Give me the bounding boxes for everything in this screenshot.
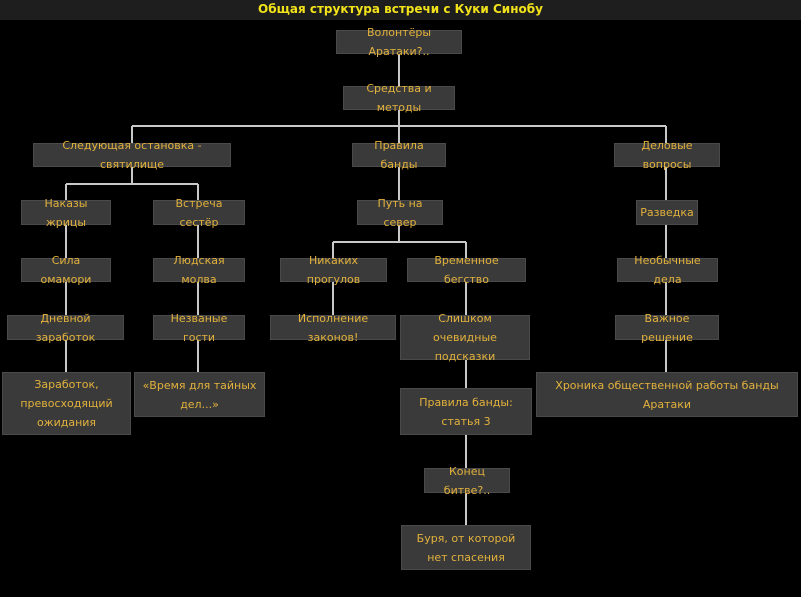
- node-important[interactable]: Важное решение: [615, 312, 719, 344]
- node-means[interactable]: Средства и методы: [343, 82, 455, 114]
- diagram-title-bar: Общая структура встречи с Куки Синобу: [0, 0, 801, 20]
- node-business[interactable]: Деловые вопросы: [614, 139, 720, 171]
- node-battle-end[interactable]: Конец битве?..: [424, 465, 510, 497]
- node-uninvited[interactable]: Незваные гости: [153, 312, 245, 344]
- node-next-stop[interactable]: Следующая остановка - святилище: [33, 139, 231, 171]
- node-no-skipping[interactable]: Никаких прогулов: [280, 254, 387, 286]
- node-secret-time[interactable]: «Время для тайных дел...»: [134, 372, 265, 417]
- node-gang-rules[interactable]: Правила банды: [352, 139, 446, 171]
- node-chronicle[interactable]: Хроника общественной работы банды Аратак…: [536, 372, 798, 417]
- node-omamori[interactable]: Сила омамори: [21, 254, 111, 286]
- node-north[interactable]: Путь на север: [357, 197, 443, 229]
- node-obvious-hints[interactable]: Слишком очевидные подсказки: [400, 312, 530, 363]
- diagram-title: Общая структура встречи с Куки Синобу: [258, 2, 543, 16]
- node-priestess[interactable]: Наказы жрицы: [21, 197, 111, 229]
- node-rumor[interactable]: Людская молва: [153, 254, 245, 286]
- node-day-earnings[interactable]: Дневной заработок: [7, 312, 124, 344]
- node-escape[interactable]: Временное бегство: [407, 254, 526, 286]
- node-recon[interactable]: Разведка: [636, 200, 698, 225]
- node-sisters[interactable]: Встреча сестёр: [153, 197, 245, 229]
- node-unusual[interactable]: Необычные дела: [617, 254, 718, 286]
- node-earnings-exceed[interactable]: Заработок, превосходящий ожидания: [2, 372, 131, 435]
- node-root[interactable]: Волонтёры Аратаки?..: [336, 26, 462, 58]
- node-storm[interactable]: Буря, от которой нет спасения: [401, 525, 531, 570]
- node-law[interactable]: Исполнение законов!: [270, 312, 396, 344]
- node-rule3[interactable]: Правила банды: статья 3: [400, 388, 532, 435]
